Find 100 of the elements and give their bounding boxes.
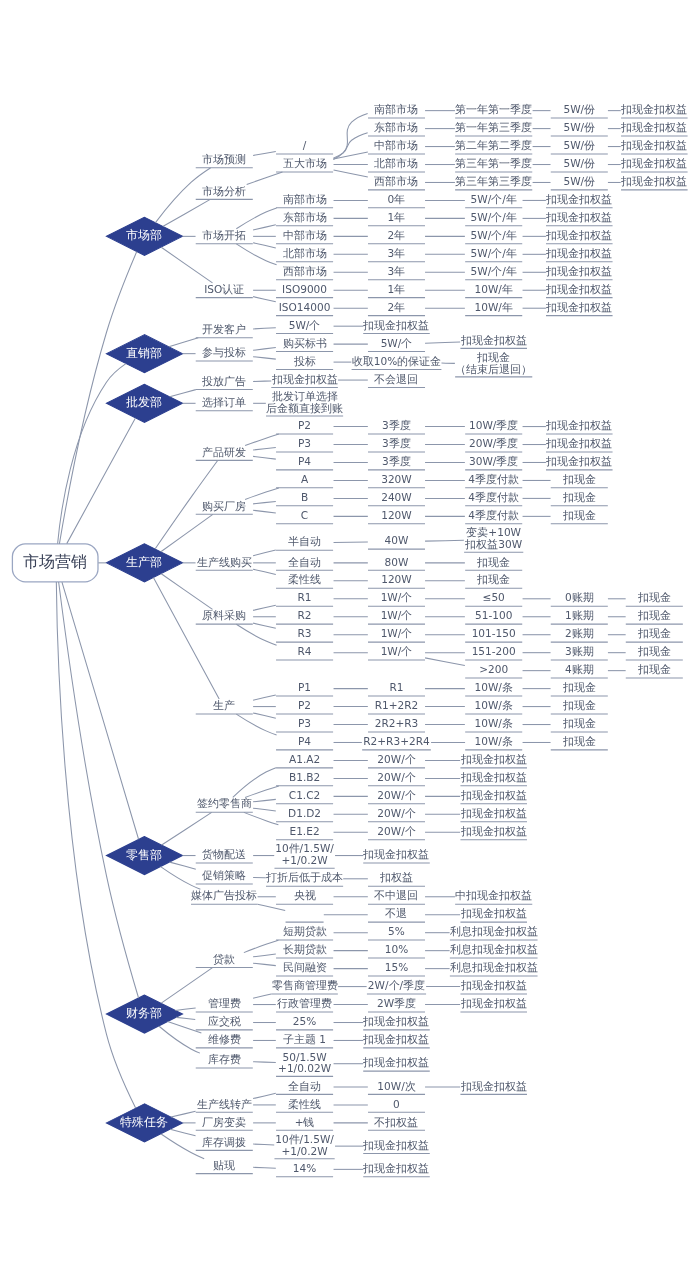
connector	[424, 634, 466, 636]
node-text: 50/1.5W+1/0.02W	[278, 1050, 332, 1075]
node-text: 4季度付款	[468, 509, 520, 522]
connector	[424, 146, 456, 148]
connector	[182, 855, 197, 857]
connector	[424, 950, 451, 952]
node-text: 扣现金	[562, 509, 596, 522]
node-text: 10W/条	[474, 681, 513, 694]
node-text: 扣现金	[637, 627, 671, 640]
node-text: 东部市场	[374, 121, 419, 134]
connector	[333, 1086, 369, 1088]
node-text: 短期贷款	[282, 925, 327, 938]
connector	[333, 325, 364, 327]
connector	[333, 444, 369, 446]
node-text: 西部市场	[374, 175, 419, 188]
connector	[522, 741, 552, 743]
node-diamond: 直销部	[105, 334, 184, 374]
node-text: 长期贷款	[282, 943, 327, 956]
node-text: 2W/个/季度	[367, 979, 426, 992]
node-text: 20W/季度	[469, 437, 519, 450]
connector	[333, 795, 369, 797]
connector	[252, 455, 277, 460]
connector	[252, 224, 277, 231]
node-text: 5W/个	[288, 318, 321, 331]
connector	[182, 1122, 197, 1124]
connector	[333, 164, 369, 166]
node-text: R1+2R2	[374, 699, 419, 712]
node-text: ≤50	[482, 591, 505, 604]
connector	[333, 253, 369, 255]
connector	[235, 623, 278, 646]
node-text: 贷款	[213, 952, 236, 965]
node-text: 扣现金扣权益	[546, 437, 613, 450]
connector	[333, 813, 369, 815]
node-text: 0	[393, 1097, 400, 1110]
connector	[424, 652, 466, 654]
node-text: 10W/条	[474, 717, 513, 730]
node-text: 5W/份	[563, 103, 596, 116]
node-text: 40W	[384, 534, 409, 547]
connector	[532, 164, 552, 166]
connector	[333, 634, 369, 636]
connector	[333, 896, 369, 898]
node-text: 3年	[387, 264, 406, 277]
connector	[522, 706, 552, 708]
node-text: 央视	[293, 889, 316, 902]
node-text: 51-100	[475, 609, 513, 622]
node-text: 扣现金	[477, 573, 511, 586]
connector	[522, 688, 552, 690]
connector	[161, 811, 213, 846]
node-text: 扣现金	[562, 491, 596, 504]
node-text: 扣现金扣权益	[460, 1079, 527, 1092]
node-text: 扣现金	[562, 735, 596, 748]
connector	[252, 706, 277, 708]
node-text: 20W/个	[377, 824, 416, 837]
connector	[235, 243, 278, 266]
node-text: 5W/份	[563, 175, 596, 188]
node-text: 101-150	[471, 627, 516, 640]
node-text: 中部市场	[374, 139, 419, 152]
connector	[333, 497, 369, 499]
node-text: 2账期	[564, 627, 594, 640]
connector	[424, 896, 456, 898]
connector	[522, 598, 552, 600]
node-text: 市场开拓	[202, 229, 247, 241]
node-text: 子主题 1	[283, 1033, 327, 1046]
connector	[252, 604, 277, 611]
connector	[252, 876, 267, 879]
connector	[152, 576, 220, 700]
connector	[333, 217, 369, 219]
connector	[257, 903, 286, 912]
connector	[252, 1143, 275, 1146]
connector	[252, 1104, 277, 1106]
node-text: 320W	[381, 473, 412, 486]
connector	[160, 513, 214, 553]
connector	[532, 128, 552, 130]
node-text: 签约零售商	[196, 797, 252, 810]
connector	[333, 688, 369, 690]
connector	[424, 1086, 461, 1088]
connector	[333, 1168, 364, 1170]
connector	[424, 426, 466, 428]
connector	[252, 509, 277, 514]
node-text: 扣现金扣权益	[460, 789, 527, 802]
connector	[424, 759, 461, 761]
connector	[424, 598, 466, 600]
node-text: 1W/个	[380, 627, 413, 640]
node-text: 媒体广告投标	[191, 889, 258, 902]
node-text: 北部市场	[282, 246, 327, 259]
node-text: 扣权益	[379, 871, 413, 884]
node-text: 扣现金扣权益	[363, 1015, 430, 1028]
node-text: 10件/1.5W/+1/0.2W	[275, 1132, 334, 1157]
connector	[424, 688, 466, 690]
connector	[532, 146, 552, 148]
connector	[424, 914, 461, 916]
node-text: 全自动	[288, 1079, 322, 1092]
node-text: 生产线购买	[196, 555, 252, 568]
connector	[522, 289, 547, 291]
connector	[66, 417, 136, 545]
connector	[252, 549, 277, 557]
node-text: 扣现金	[637, 609, 671, 622]
connector	[244, 433, 280, 447]
node-text: 扣现金扣权益	[546, 211, 613, 224]
node-text: 零售商管理费	[271, 979, 338, 992]
